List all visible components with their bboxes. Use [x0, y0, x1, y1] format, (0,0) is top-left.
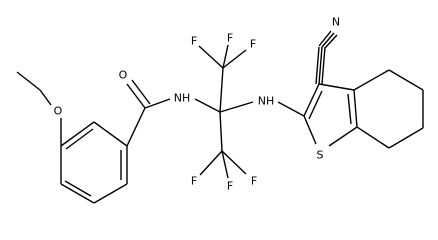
fluorine-top-left-label: F [191, 35, 197, 48]
amide-nh-label: NH [174, 92, 191, 105]
molecule-structure-diagram: N O O NH NH S F F F F F F [16, 16, 424, 204]
nitrile-nitrogen-label: N [332, 16, 340, 29]
cyclohexane-ring [353, 69, 424, 149]
nitrile-group [315, 30, 338, 85]
fluorine-bottom-middle-label: F [227, 180, 233, 193]
fluorine-top-middle-label: F [227, 32, 233, 45]
atom-labels: N O O NH NH S F F F F F F [54, 16, 340, 193]
ether-oxygen-label: O [54, 105, 63, 118]
amine-nh-label: NH [258, 95, 275, 108]
fluorine-bottom-right-label: F [251, 175, 257, 188]
fluorine-bottom-left-label: F [191, 175, 197, 188]
bis-trifluoromethyl-carbon [194, 44, 254, 179]
thiophene-ring [277, 83, 358, 147]
amide-group [126, 79, 171, 147]
fluorine-top-right-label: F [250, 38, 256, 51]
benzene-ring [60, 121, 128, 204]
carbonyl-oxygen-label: O [119, 69, 128, 82]
thiophene-sulfur-label: S [317, 149, 324, 162]
ethoxy-group [16, 71, 62, 146]
